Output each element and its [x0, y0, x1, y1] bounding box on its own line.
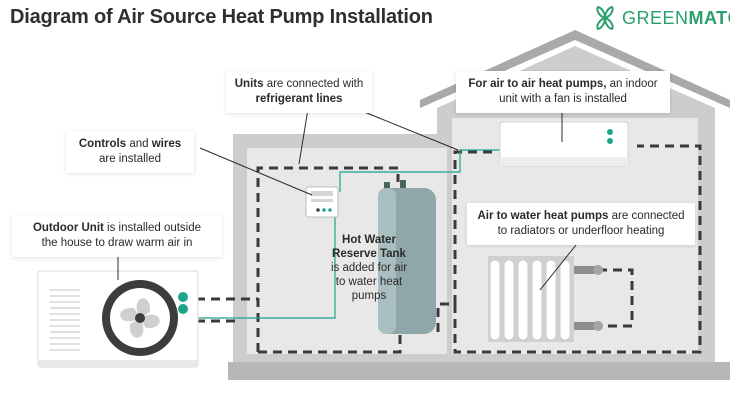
ground-slab	[228, 362, 730, 380]
pipe-loop-left	[256, 166, 400, 352]
callout-controls: Controls and wires are installed	[66, 131, 194, 173]
callout-air-to-air: For air to air heat pumps, an indoor uni…	[456, 71, 670, 113]
indoor-fan-unit	[499, 121, 629, 167]
pipe-to-indoor-unit	[453, 150, 498, 304]
hot-water-tank	[378, 180, 436, 334]
pointer-controls	[199, 147, 313, 196]
outdoor-unit	[37, 270, 199, 368]
callout-outdoor-unit: Outdoor Unit is installed outside the ho…	[12, 215, 222, 257]
callout-air-to-water: Air to water heat pumps are connected to…	[467, 203, 695, 245]
pipe-loop-right	[436, 144, 702, 354]
brand-name: GREENMATCH	[622, 7, 730, 28]
radiator	[488, 256, 603, 342]
controls-panel	[305, 186, 339, 218]
pointer-radiator	[539, 239, 581, 291]
brand-logo: GREENMATCH	[592, 6, 730, 30]
page-title: Diagram of Air Source Heat Pump Installa…	[10, 6, 433, 28]
wire-to-controls	[196, 214, 336, 319]
pointer-refrigerant	[356, 108, 459, 151]
tank-label: Hot Water Reserve Tank is added for air …	[330, 234, 408, 302]
leaf-icon	[596, 6, 614, 30]
callout-units-refrigerant: Units are connected with refrigerant lin…	[226, 71, 372, 113]
pipe-loop-bottom-left	[258, 332, 402, 354]
pipe-radiator-loop	[598, 268, 634, 328]
pointer-units	[298, 108, 309, 165]
wire-to-indoor-unit	[339, 149, 500, 192]
